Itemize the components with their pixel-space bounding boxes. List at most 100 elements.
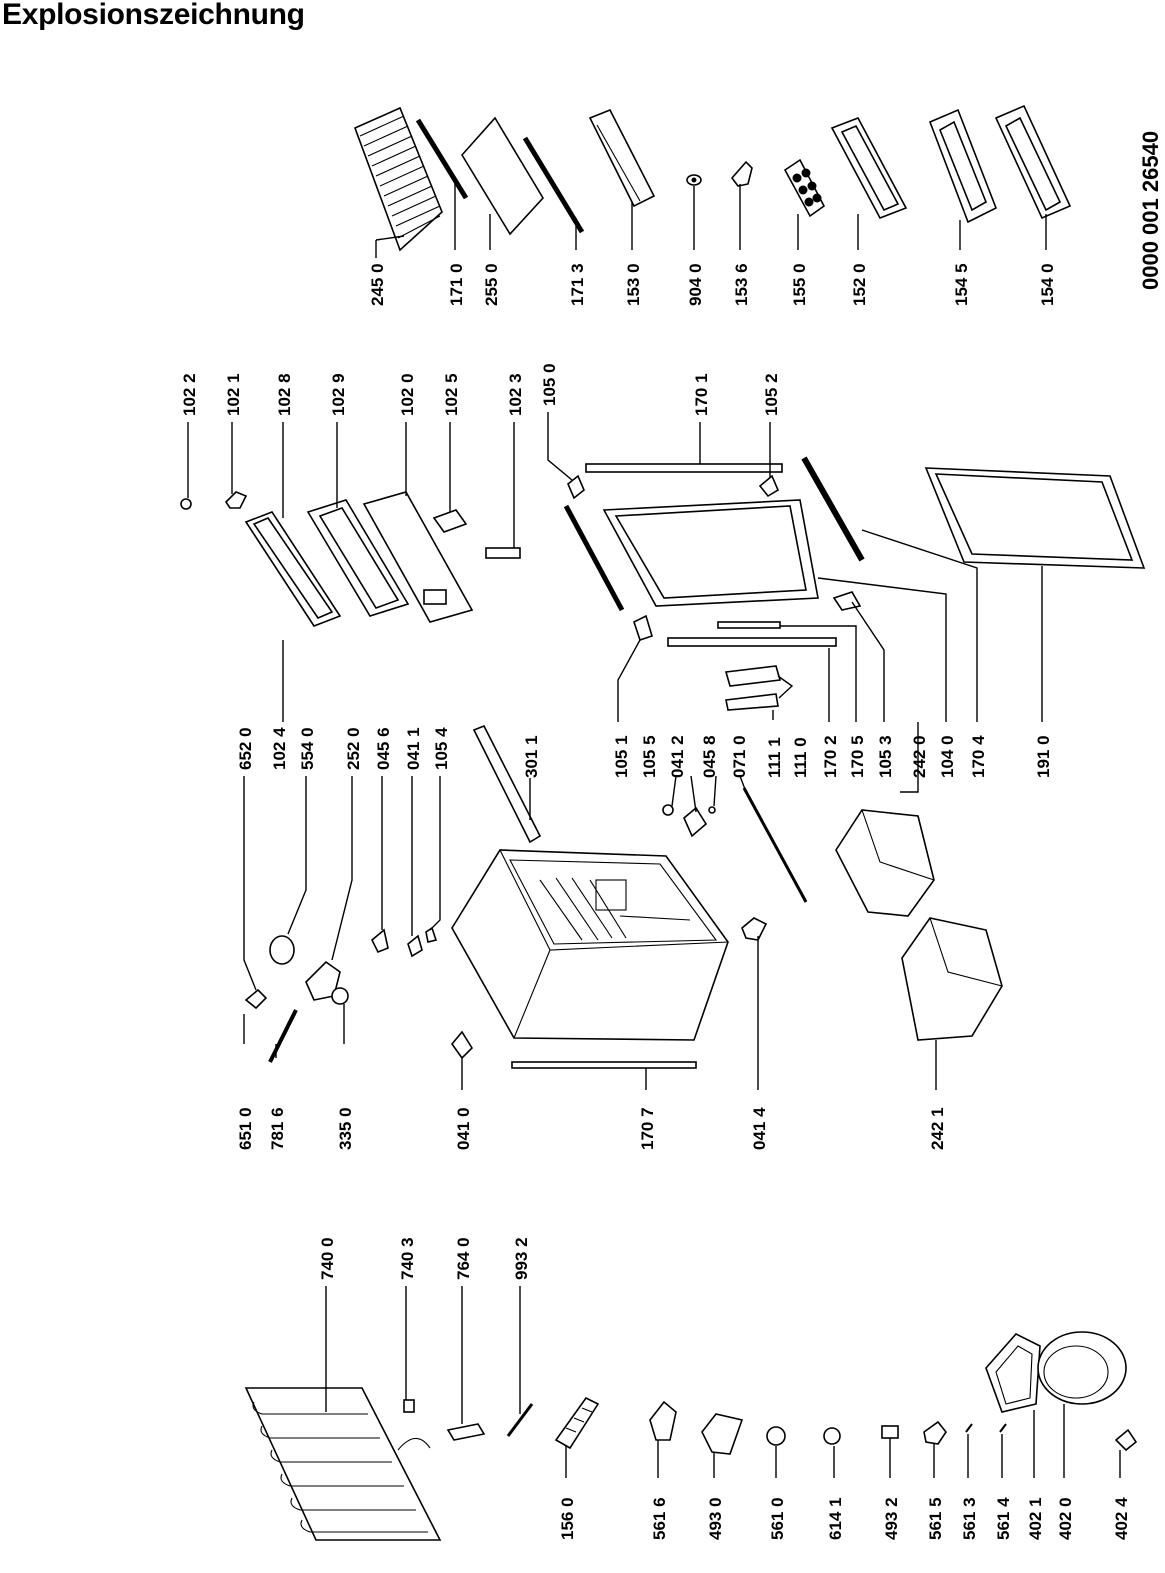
label-105-0: 105 0 (540, 363, 559, 406)
label-493-0: 493 0 (706, 1497, 725, 1540)
hinge-lower-drawing (633, 614, 653, 642)
label-155-0: 155 0 (790, 263, 809, 306)
label-041-4: 041 4 (750, 1107, 769, 1150)
label-105-1: 105 1 (612, 735, 631, 778)
door-gasket-drawing (924, 467, 1146, 569)
label-554-0: 554 0 (298, 727, 317, 770)
tray-clip-drawing (730, 160, 753, 187)
label-904-0: 904 0 (686, 263, 705, 306)
label-561-0: 561 0 (768, 1497, 787, 1540)
cover-drawing (701, 1413, 744, 1455)
label-242-1: 242 1 (928, 1107, 947, 1150)
compressor-drawing (1037, 1331, 1127, 1405)
label-105-4: 105 4 (432, 727, 451, 770)
label-102-0: 102 0 (398, 373, 417, 416)
label-111-1: 111 1 (765, 737, 784, 778)
shelf-trim-front-drawing (415, 118, 469, 200)
label-255-0: 255 0 (482, 263, 501, 306)
clip-drawing (881, 1425, 899, 1439)
label-152-0: 152 0 (850, 263, 869, 306)
egg-tray-drawing (783, 158, 826, 218)
glass-shelf-drawing (461, 116, 544, 236)
hinge-bracket-lower-drawing (741, 917, 768, 941)
parts-illustrations (180, 104, 1146, 1541)
wire-shelf-drawing (353, 106, 443, 252)
label-993-2: 993 2 (512, 1237, 531, 1280)
dryer-filter-drawing (446, 1423, 486, 1441)
label-105-3: 105 3 (876, 735, 895, 778)
door-trim-top-drawing (585, 463, 783, 473)
starter-drawing (766, 1426, 786, 1446)
label-111-0: 111 0 (791, 737, 810, 778)
label-740-3: 740 3 (398, 1237, 417, 1280)
label-740-0: 740 0 (318, 1237, 337, 1280)
label-402-1: 402 1 (1026, 1497, 1045, 1540)
label-041-1: 041 1 (404, 727, 423, 770)
label-170-2: 170 2 (821, 735, 840, 778)
shelf-trim-rear-drawing (522, 136, 585, 234)
relay-drawing (649, 1400, 677, 1441)
label-335-0: 335 0 (336, 1107, 355, 1150)
label-561-6: 561 6 (650, 1497, 669, 1540)
crisper-drawer-lower-drawing (901, 917, 1003, 1041)
label-561-5: 561 5 (926, 1497, 945, 1540)
hinge-bracket-drawing (683, 806, 708, 838)
crisper-drawer-drawing (835, 809, 935, 917)
door-panel-drawing (602, 499, 819, 607)
freezer-door-frame-drawing (306, 499, 410, 617)
door-trim-strip-drawing (717, 621, 781, 629)
handle-drawing (724, 665, 782, 687)
door-trim-side-drawing (801, 456, 865, 562)
cover-strip-drawing (742, 787, 808, 903)
label-102-9: 102 9 (329, 373, 348, 416)
screw-b-drawing (999, 1423, 1007, 1433)
label-102-3: 102 3 (506, 373, 525, 416)
label-561-4: 561 4 (994, 1497, 1013, 1540)
label-191-0: 191 0 (1034, 735, 1053, 778)
document-number: 0000 001 26540 (1138, 131, 1163, 290)
label-102-1: 102 1 (224, 373, 243, 416)
handle-insert-drawing (725, 693, 779, 711)
label-651-0: 651 0 (236, 1107, 255, 1150)
grommet-drawing (403, 1399, 415, 1413)
bottle-tray-drawing (588, 108, 656, 208)
label-252-0: 252 0 (344, 727, 363, 770)
label-561-3: 561 3 (960, 1497, 979, 1540)
small-cap-drawing (686, 174, 702, 186)
label-402-0: 402 0 (1056, 1497, 1075, 1540)
label-045-8: 045 8 (700, 735, 719, 778)
label-614-1: 614 1 (826, 1497, 845, 1540)
hinge-clip-drawing (224, 491, 248, 509)
screw-a-drawing (965, 1423, 973, 1433)
compressor-box-drawing (985, 1333, 1041, 1413)
label-170-4: 170 4 (969, 735, 988, 778)
cable-set-drawing (823, 1427, 841, 1445)
label-041-2: 041 2 (668, 735, 687, 778)
door-trim-bottom-drawing (667, 637, 837, 647)
base-trim-drawing (511, 1061, 697, 1069)
label-781-6: 781 6 (268, 1107, 287, 1150)
label-153-6: 153 6 (732, 263, 751, 306)
hinge-upper-drawing (567, 474, 585, 500)
label-652-0: 652 0 (236, 727, 255, 770)
label-764-0: 764 0 (454, 1237, 473, 1280)
freezer-flap-insert-drawing (432, 509, 468, 533)
label-156-0: 156 0 (558, 1497, 577, 1540)
label-154-5: 154 5 (952, 263, 971, 306)
cabinet-box-drawing (451, 849, 729, 1041)
door-balcony-drawing (830, 116, 908, 220)
label-170-7: 170 7 (638, 1107, 657, 1150)
ice-tray-drawing (554, 1396, 600, 1450)
label-170-1: 170 1 (692, 373, 711, 416)
condenser-drawing (244, 1387, 442, 1541)
label-045-6: 045 6 (374, 727, 393, 770)
capillary-tube-drawing (506, 1403, 534, 1437)
label-171-3: 171 3 (568, 263, 587, 306)
rail-left-drawing (563, 504, 625, 612)
label-105-5: 105 5 (640, 735, 659, 778)
label-402-4: 402 4 (1112, 1497, 1131, 1540)
part-labels: 245 0 171 0 255 0 171 3 153 0 904 0 153 … (180, 131, 1163, 1540)
label-102-4: 102 4 (270, 727, 289, 770)
screw-drawing (708, 806, 716, 814)
